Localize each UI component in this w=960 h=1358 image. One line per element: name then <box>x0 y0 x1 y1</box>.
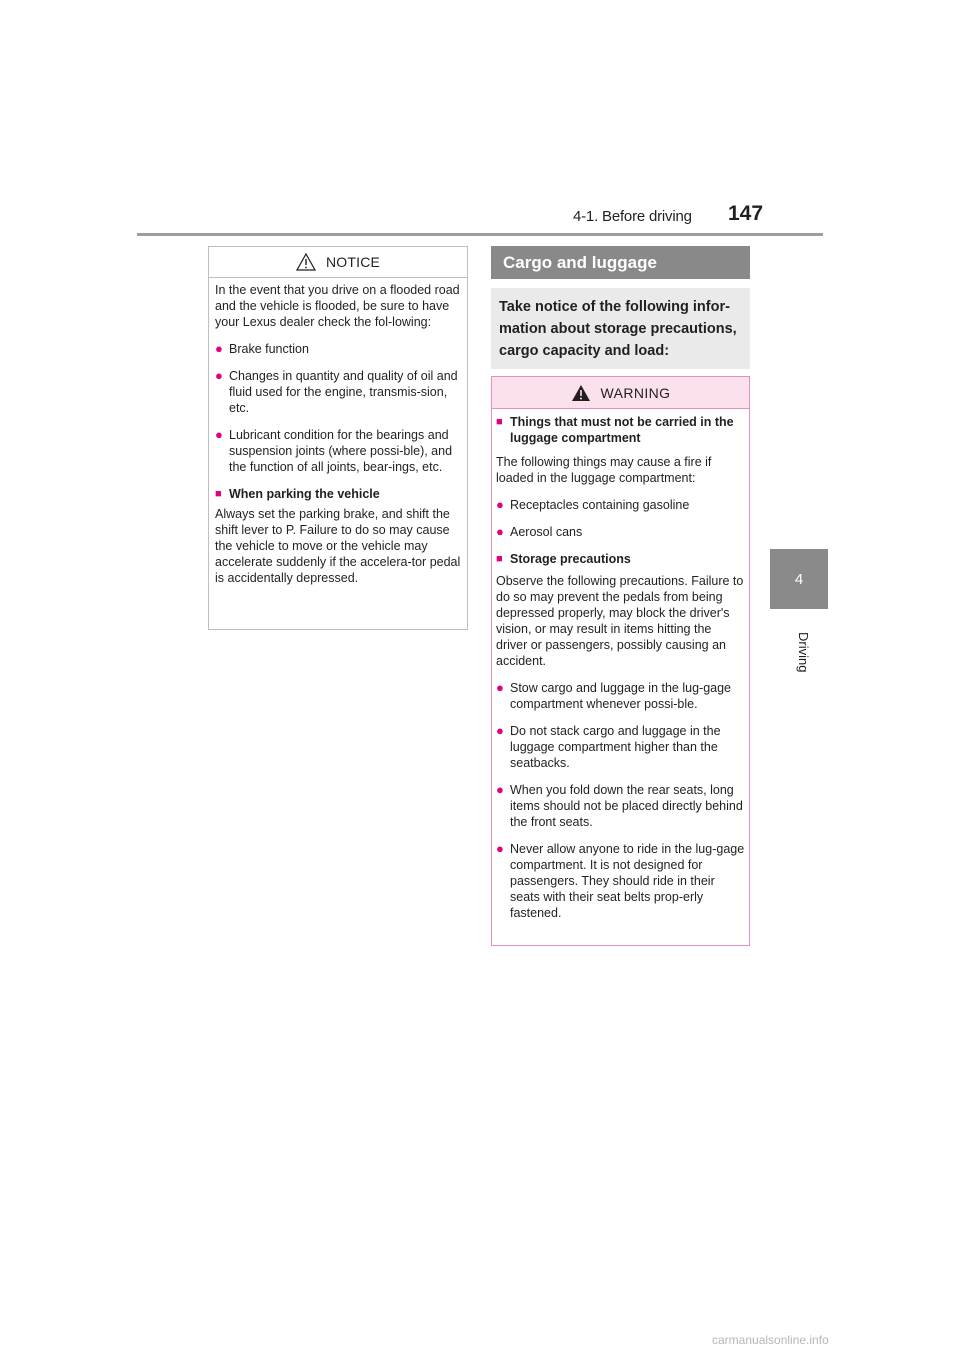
list-item: ● Receptacles containing gasoline <box>496 497 745 513</box>
chapter-tab: 4 <box>770 549 828 609</box>
list-item: ● Stow cargo and luggage in the lug-gage… <box>496 680 745 712</box>
list-item-text: Aerosol cans <box>510 525 583 539</box>
bullet-dot-icon: ● <box>215 341 223 356</box>
notice-box: NOTICE In the event that you drive on a … <box>208 246 468 630</box>
section-heading-bar: Cargo and luggage <box>491 246 750 279</box>
square-bullet-icon: ■ <box>215 488 222 500</box>
notice-intro: In the event that you drive on a flooded… <box>215 283 460 329</box>
caution-triangle-icon <box>295 253 316 271</box>
subhead-text: When parking the vehicle <box>229 487 380 501</box>
page-number: 147 <box>728 202 764 225</box>
warning-title: WARNING <box>600 384 671 401</box>
square-bullet-icon: ■ <box>496 553 503 565</box>
watermark: carmanualsonline.info <box>712 1333 829 1347</box>
warning-subhead: ■ Things that must not be carried in the… <box>496 414 745 446</box>
bullet-dot-icon: ● <box>496 524 504 539</box>
warning-body: ■ Things that must not be carried in the… <box>492 409 749 921</box>
list-item: ● Do not stack cargo and luggage in the … <box>496 723 745 771</box>
bullet-dot-icon: ● <box>496 497 504 512</box>
list-item-text: When you fold down the rear seats, long … <box>510 783 743 829</box>
subhead-text: Things that must not be carried in the l… <box>510 415 734 445</box>
list-item-text: Brake function <box>229 342 309 356</box>
section-intro-text: Take notice of the following infor-matio… <box>499 299 737 359</box>
notice-body: In the event that you drive on a flooded… <box>209 278 467 586</box>
list-item: ● Never allow anyone to ride in the lug-… <box>496 841 745 921</box>
warning-subhead: ■ Storage precautions <box>496 551 745 567</box>
bullet-dot-icon: ● <box>215 427 223 442</box>
list-item: ● Aerosol cans <box>496 524 745 540</box>
warning-header: WARNING <box>492 377 749 409</box>
bullet-dot-icon: ● <box>496 841 504 856</box>
list-item-text: Never allow anyone to ride in the lug-ga… <box>510 842 745 920</box>
bullet-dot-icon: ● <box>496 782 504 797</box>
list-item: ● When you fold down the rear seats, lon… <box>496 782 745 830</box>
list-item: ● Changes in quantity and quality of oil… <box>215 368 461 416</box>
notice-subhead: ■ When parking the vehicle <box>215 486 461 502</box>
warning-paragraph: The following things may cause a fire if… <box>496 455 712 485</box>
bullet-dot-icon: ● <box>496 680 504 695</box>
subhead-text: Storage precautions <box>510 552 631 566</box>
list-item-text: Receptacles containing gasoline <box>510 498 690 512</box>
chapter-number: 4 <box>794 570 804 588</box>
list-item-text: Do not stack cargo and luggage in the lu… <box>510 724 721 770</box>
square-bullet-icon: ■ <box>496 416 503 428</box>
list-item-text: Changes in quantity and quality of oil a… <box>229 369 458 415</box>
bullet-dot-icon: ● <box>496 723 504 738</box>
notice-header: NOTICE <box>209 247 467 278</box>
notice-subtext: Always set the parking brake, and shift … <box>215 507 461 585</box>
warning-box: WARNING ■ Things that must not be carrie… <box>491 376 750 946</box>
list-item: ● Lubricant condition for the bearings a… <box>215 427 461 475</box>
section-title: Cargo and luggage <box>503 252 657 272</box>
header-rule <box>137 233 823 236</box>
bullet-dot-icon: ● <box>215 368 223 383</box>
header-section-title: 4-1. Before driving <box>573 208 692 225</box>
list-item-text: Lubricant condition for the bearings and… <box>229 428 453 474</box>
chapter-label: Driving <box>796 631 811 673</box>
notice-title: NOTICE <box>325 254 381 270</box>
list-item: ● Brake function <box>215 341 461 357</box>
warning-triangle-icon <box>571 384 590 401</box>
warning-paragraph: Observe the following precautions. Failu… <box>496 574 744 668</box>
section-intro-box: Take notice of the following infor-matio… <box>491 288 750 369</box>
list-item-text: Stow cargo and luggage in the lug-gage c… <box>510 681 731 711</box>
